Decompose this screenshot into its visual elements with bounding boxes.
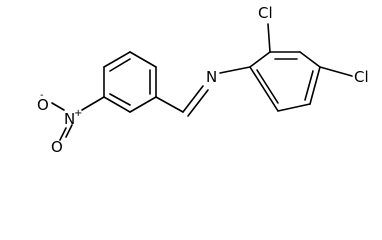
bond (129, 96, 157, 113)
nitrophenyl-ring (103, 51, 157, 113)
bond-nitro-n-o-top (51, 102, 65, 111)
bond (129, 51, 157, 68)
chemical-structure: N Cl Cl N + O - O (37, 4, 369, 155)
bond (103, 51, 131, 68)
bond (309, 66, 321, 105)
nitro-nitrogen-label: N (64, 110, 75, 128)
bond-ch-n (182, 85, 204, 113)
bond (103, 96, 131, 113)
bond (299, 51, 321, 68)
nitro-oxygen-right-label: O (51, 138, 63, 155)
bond (249, 51, 271, 68)
dichlorophenyl-ring (249, 51, 321, 112)
nitro-oxygen-top-label: O (37, 96, 49, 114)
chlorine-para-label: Cl (354, 68, 369, 86)
double-bond-inner (109, 93, 131, 106)
bond-ring-ch (155, 96, 184, 113)
bond-ring-cl-ortho (267, 23, 271, 53)
double-bond-inner (256, 69, 279, 104)
bond-nitro-n-o-bottom-double (59, 127, 67, 141)
bond-ch-n-double (187, 89, 209, 117)
bond-n-ring (219, 66, 251, 74)
nitro-oxygen-charge: - (40, 90, 44, 101)
bond-ring-nitro (81, 96, 105, 111)
chlorine-ortho-label: Cl (258, 4, 273, 22)
bond-ring-cl-para (319, 66, 353, 77)
bond (277, 103, 311, 112)
bond-nitro-n-o-bottom (65, 124, 73, 138)
double-bond-inner (109, 58, 131, 72)
double-bond-inner (304, 70, 314, 101)
bond (249, 66, 279, 112)
nitro-nitrogen-charge: + (74, 108, 82, 119)
imine-nitrogen-label: N (206, 68, 217, 86)
